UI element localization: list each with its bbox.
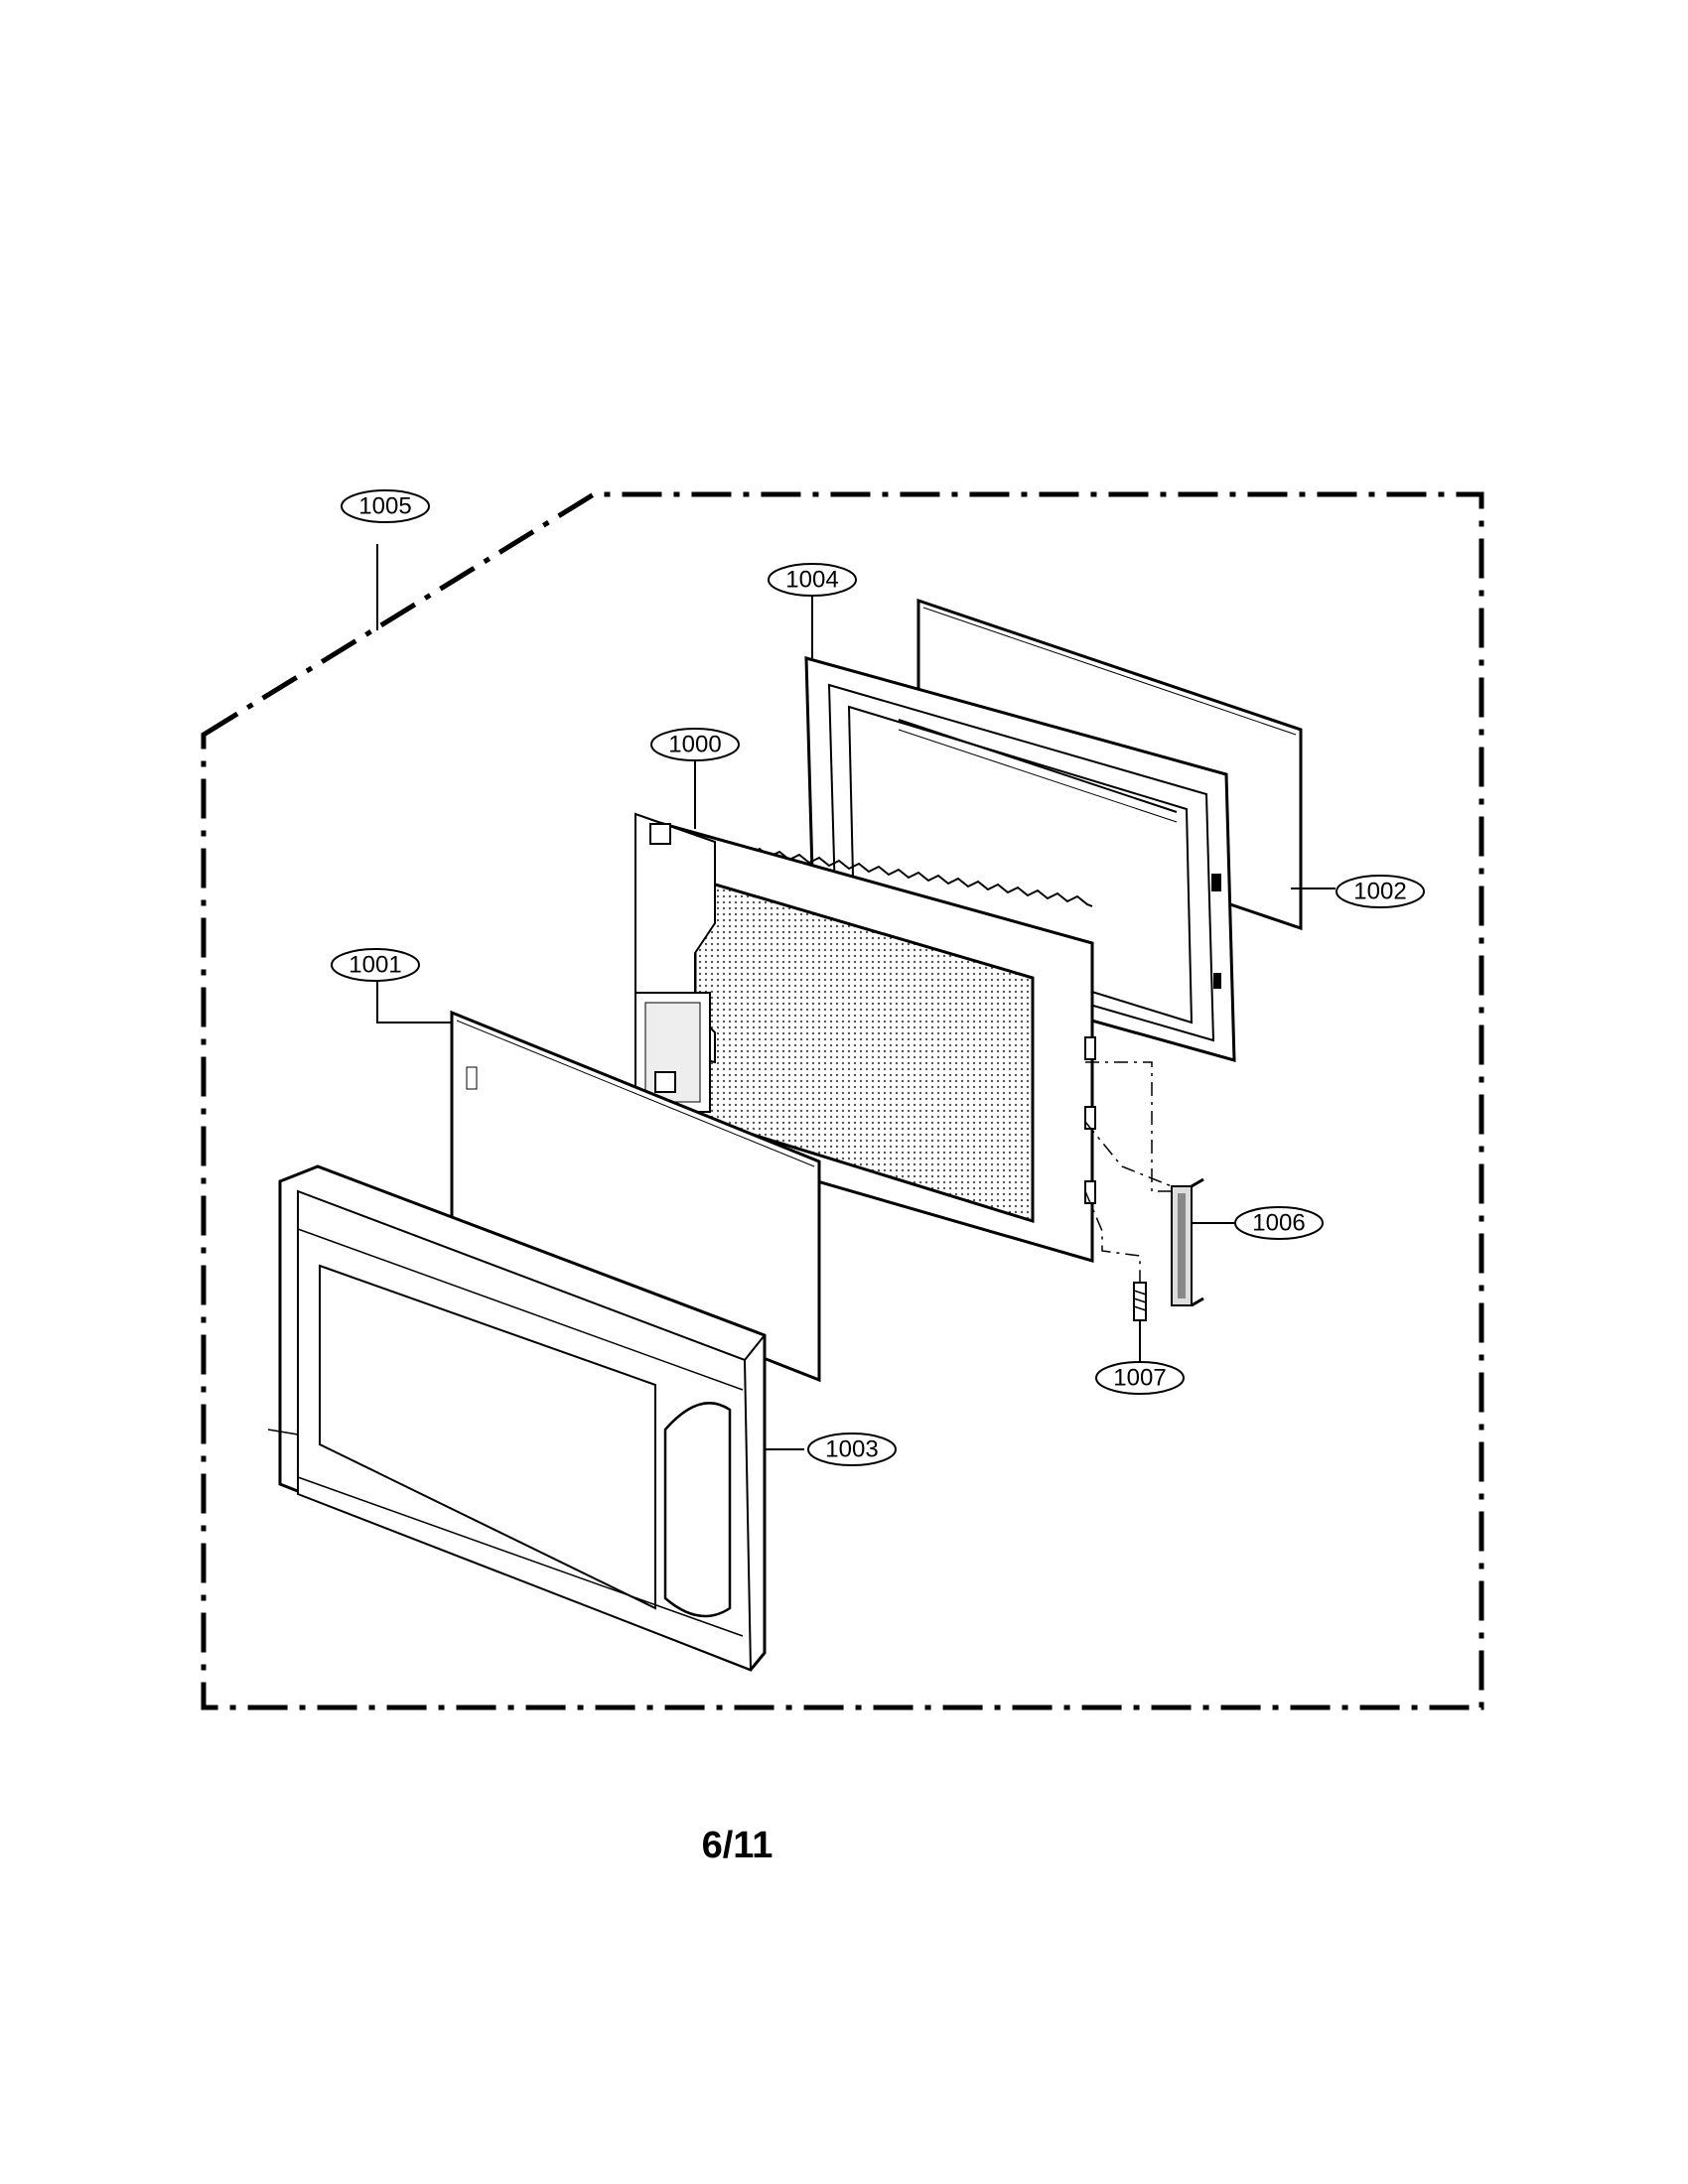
svg-text:1004: 1004 [785, 567, 838, 594]
assembly-guide-lines [1084, 1061, 1177, 1283]
part-1001-plate [450, 1010, 821, 1383]
label-1002: 1002 [1336, 875, 1425, 908]
label-1000: 1000 [650, 728, 740, 761]
svg-text:1005: 1005 [358, 493, 411, 520]
svg-text:1006: 1006 [1252, 1210, 1305, 1237]
svg-text:1002: 1002 [1353, 879, 1406, 905]
label-1005: 1005 [341, 489, 430, 523]
label-1007: 1007 [1095, 1361, 1185, 1395]
svg-text:1001: 1001 [349, 952, 401, 979]
leader-lines [376, 544, 1336, 1450]
label-1006: 1006 [1234, 1206, 1324, 1240]
svg-text:1007: 1007 [1113, 1365, 1166, 1392]
part-1006-latch [1171, 1177, 1204, 1307]
part-1003-front-panel [267, 1164, 767, 1672]
label-1004: 1004 [768, 563, 857, 597]
part-1007-spring [1133, 1282, 1147, 1321]
assembly-boundary [201, 491, 1484, 1710]
label-1003: 1003 [807, 1433, 897, 1466]
svg-text:1003: 1003 [825, 1436, 878, 1463]
label-1001: 1001 [331, 948, 420, 982]
svg-text:1000: 1000 [668, 732, 721, 758]
page-number: 6/11 [701, 1825, 774, 1866]
